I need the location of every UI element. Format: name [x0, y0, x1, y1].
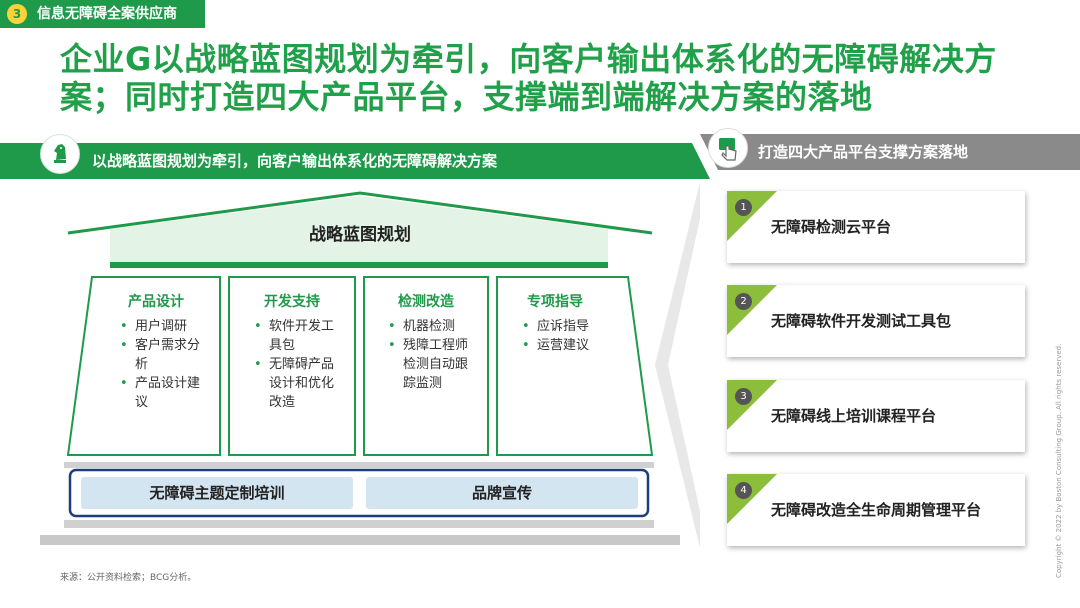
pillar-1-item: 用户调研: [118, 317, 218, 336]
foundation-mid: [64, 520, 654, 528]
pillar-list-3: 机器检测 残障工程师检测自动跟踪监测: [386, 317, 486, 393]
card-corner-2: [727, 285, 777, 335]
platform-card-1: 1 无障碍检测云平台: [727, 191, 1025, 263]
pillar-2-item: 软件开发工具包: [252, 317, 340, 355]
card-corner-1: [727, 191, 777, 241]
pillar-title-4: 专项指导: [527, 294, 583, 310]
roof-title: 战略蓝图规划: [309, 225, 411, 245]
section-number: 3: [7, 4, 27, 24]
pillar-list-1: 用户调研 客户需求分析 产品设计建议: [118, 317, 218, 412]
platform-card-4: 4 无障碍改造全生命周期管理平台: [727, 474, 1025, 546]
pillar-1-item: 客户需求分析: [118, 336, 200, 374]
card-corner-3: [727, 380, 777, 430]
roof-base-bar: [110, 262, 608, 268]
roof-fill: [110, 196, 608, 268]
platform-label-3: 无障碍线上培训课程平台: [771, 406, 937, 425]
chevron-arrow: [655, 182, 700, 548]
chess-knight-icon: [40, 134, 80, 174]
pillar-3-item: 机器检测: [386, 317, 476, 336]
platform-label-4: 无障碍改造全生命周期管理平台: [771, 500, 982, 519]
pillar-1-item: 产品设计建议: [118, 374, 210, 412]
foundation-bottom: [40, 535, 680, 545]
pillar-2-item: 无障碍产品设计和优化改造: [252, 355, 340, 412]
page-headline: 企业G以战略蓝图规划为牵引，向客户输出体系化的无障碍解决方案；同时打造四大产品平…: [60, 40, 997, 116]
left-banner: 以战略蓝图规划为牵引，向客户输出体系化的无障碍解决方案: [0, 143, 710, 179]
pillar-list-2: 软件开发工具包 无障碍产品设计和优化改造: [252, 317, 352, 412]
section-tag: 3 信息无障碍全案供应商: [0, 0, 205, 28]
pillar-3-item: 残障工程师检测自动跟踪监测: [386, 336, 476, 393]
foundation-top: [64, 462, 654, 468]
left-banner-shape: [0, 143, 710, 179]
platform-number-3: 3: [735, 388, 752, 405]
platform-card-2: 2 无障碍软件开发测试工具包: [727, 285, 1025, 357]
right-banner: 打造四大产品平台支撑方案落地: [700, 134, 1080, 170]
copyright-notice: Copyright © 2022 by Boston Consulting Gr…: [1055, 343, 1063, 578]
section-label: 信息无障碍全案供应商: [37, 6, 177, 22]
pillar-title-3: 检测改造: [398, 294, 454, 310]
platform-label-1: 无障碍检测云平台: [771, 217, 892, 236]
base-branding: 品牌宣传: [366, 477, 638, 509]
right-banner-title: 打造四大产品平台支撑方案落地: [758, 143, 969, 161]
left-banner-title: 以战略蓝图规划为牵引，向客户输出体系化的无障碍解决方案: [92, 152, 498, 170]
card-corner-4: [727, 474, 777, 524]
source-note: 来源：公开资料检索；BCG分析。: [60, 573, 197, 583]
platform-label-2: 无障碍软件开发测试工具包: [771, 311, 952, 330]
pillar-4-item: 运营建议: [520, 336, 620, 355]
pillar-title-2: 开发支持: [264, 294, 320, 310]
platform-card-3: 3 无障碍线上培训课程平台: [727, 380, 1025, 452]
pillar-list-4: 应诉指导 运营建议: [520, 317, 620, 355]
platform-number-1: 1: [735, 199, 752, 216]
hand-pointer-icon: [708, 128, 748, 168]
platform-number-4: 4: [735, 482, 752, 499]
platform-number-2: 2: [735, 293, 752, 310]
right-banner-shape: [700, 134, 1080, 170]
roof-outline: [67, 191, 653, 235]
pillar-4-item: 应诉指导: [520, 317, 620, 336]
pillar-title-1: 产品设计: [128, 294, 184, 310]
base-training: 无障碍主题定制培训: [81, 477, 353, 509]
